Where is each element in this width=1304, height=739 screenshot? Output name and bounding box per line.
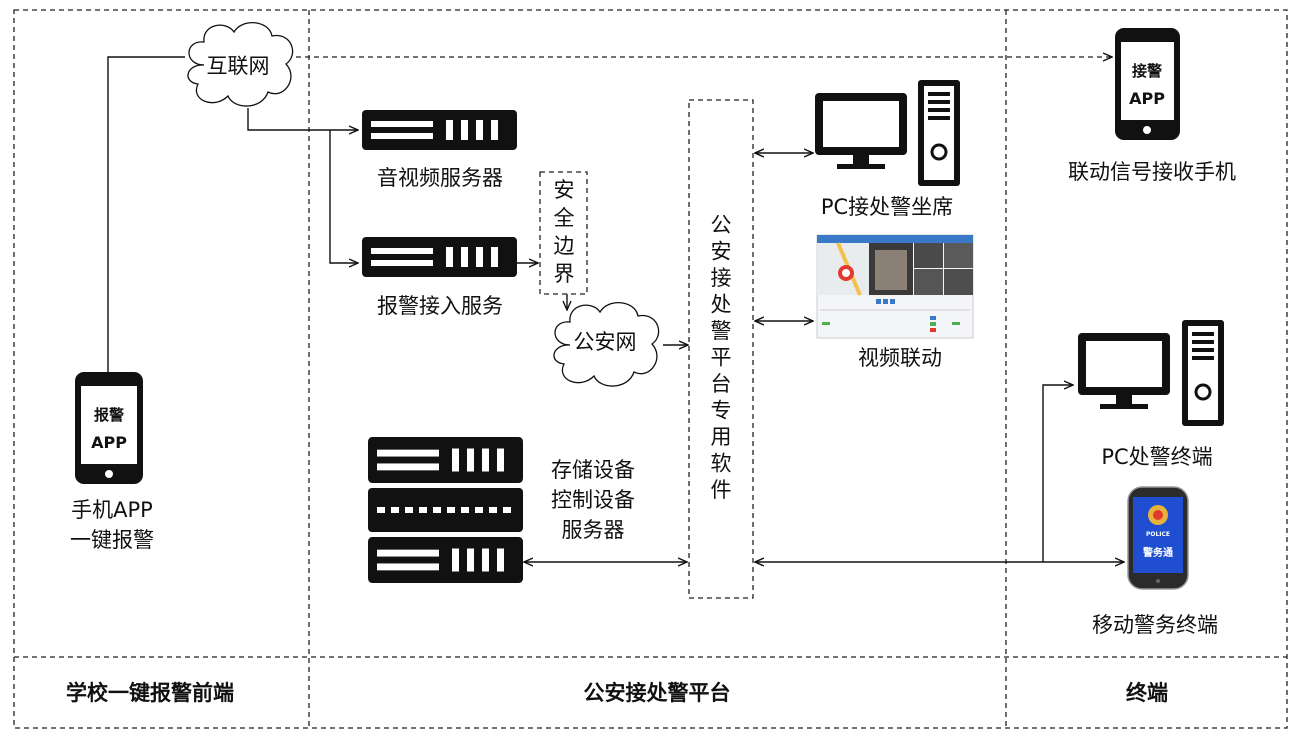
outer-frame xyxy=(13,9,1288,729)
platform-software-char: 专 xyxy=(711,399,732,423)
connector-phone-internet xyxy=(107,56,185,372)
pc-terminal-monitor-icon xyxy=(1078,333,1170,409)
pc-seat-monitor-icon xyxy=(815,93,907,169)
security-boundary-label: 安 xyxy=(554,178,575,202)
internet-label: 互联网 xyxy=(207,54,270,78)
section-label-platform: 公安接处警平台 xyxy=(584,681,731,705)
alarm-access-server-icon xyxy=(362,237,517,277)
platform-software-char: 件 xyxy=(711,478,732,502)
svg-text:POLICE: POLICE xyxy=(1146,531,1170,538)
svg-text:APP: APP xyxy=(91,433,127,452)
pc-terminal-label: PC处警终端 xyxy=(1101,445,1212,469)
platform-software-char: 公 xyxy=(711,213,732,237)
security-boundary-label: 界 xyxy=(554,262,575,286)
video-link-label: 视频联动 xyxy=(858,346,942,370)
platform-software-char: 用 xyxy=(711,425,732,449)
platform-software-char: 软 xyxy=(711,452,732,476)
pc-seat-label: PC接处警坐席 xyxy=(821,195,953,219)
storage-stack-icon xyxy=(368,437,523,583)
connector-alarm-access xyxy=(329,130,358,263)
platform-software-char: 接 xyxy=(711,266,732,290)
platform-software-char: 台 xyxy=(711,372,732,396)
platform-software-char: 警 xyxy=(711,319,732,343)
pc-terminal-tower-icon xyxy=(1180,318,1226,428)
pc-seat-tower-icon xyxy=(916,78,962,188)
platform-software-char: 处 xyxy=(711,293,732,317)
section-label-frontend: 学校一键报警前端 xyxy=(66,681,234,705)
connector-pc-terminal xyxy=(1042,385,1073,562)
svg-text:接警: 接警 xyxy=(1132,62,1162,80)
security-boundary-label: 全 xyxy=(554,206,575,230)
section-label-terminal: 终端 xyxy=(1126,681,1168,705)
security-boundary-box xyxy=(539,171,588,295)
svg-text:APP: APP xyxy=(1129,89,1165,108)
storage-label: 服务器 xyxy=(562,518,625,542)
mobile-terminal-label: 移动警务终端 xyxy=(1092,613,1218,637)
platform-software-box xyxy=(688,99,754,599)
police-net-label: 公安网 xyxy=(574,330,637,354)
storage-label: 存储设备 xyxy=(551,458,635,482)
storage-label: 控制设备 xyxy=(551,488,635,512)
alarm-access-label: 报警接入服务 xyxy=(377,294,503,318)
connector-internet-av-server xyxy=(247,108,358,130)
receive-phone-icon: 接警 APP xyxy=(1115,28,1180,140)
av-server-icon xyxy=(362,110,517,150)
platform-software-char: 安 xyxy=(711,240,732,264)
alarm-phone-label: 一键报警 xyxy=(70,528,154,552)
av-server-label: 音视频服务器 xyxy=(377,166,503,190)
alarm-phone-label: 手机APP xyxy=(71,498,153,522)
svg-text:警务通: 警务通 xyxy=(1142,546,1173,559)
platform-software-char: 平 xyxy=(711,346,732,370)
svg-text:报警: 报警 xyxy=(94,406,124,424)
mobile-police-terminal-icon: POLICE 警务通 xyxy=(1127,486,1189,590)
alarm-phone-icon: 报警 APP xyxy=(75,372,143,484)
video-link-screenshot xyxy=(816,234,974,339)
receive-phone-label: 联动信号接收手机 xyxy=(1068,160,1236,184)
security-boundary-label: 边 xyxy=(554,234,575,258)
